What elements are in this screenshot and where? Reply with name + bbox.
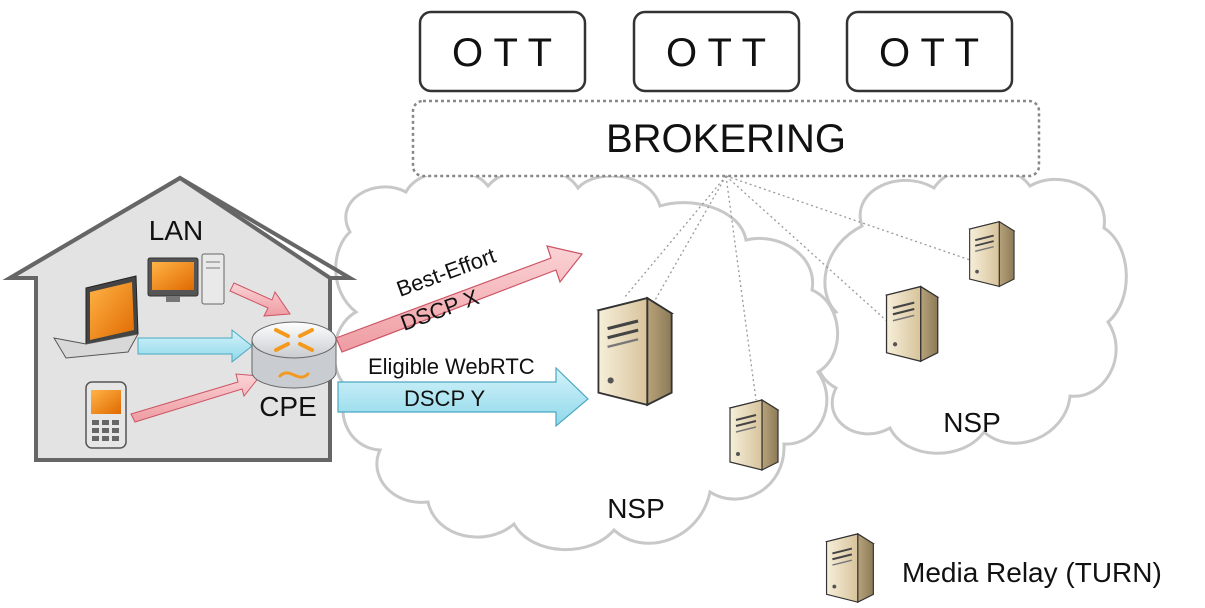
webrtc-arrow [337,366,589,428]
server-icon [885,285,939,363]
laptop-icon [52,275,139,359]
server-icon [596,296,674,407]
webrtc-label: Eligible WebRTC [368,354,535,379]
signaling-lines [623,175,971,401]
webrtc-dscp-label: DSCP Y [404,386,485,411]
nsp-label-left: NSP [607,493,665,524]
legend-label: Media Relay (TURN) [902,557,1162,588]
best-effort-arrow [335,245,584,353]
desktop-computer-icon [147,253,225,305]
cpe-router-icon [251,321,337,389]
nsp-label-right: NSP [943,407,1001,438]
lan-label: LAN [149,215,203,246]
lan-to-cpe-arrow [229,282,291,317]
ott-label: O T T [666,31,766,75]
ott-box-2: O T T [632,10,801,93]
mobile-phone-icon [85,381,127,449]
phone-to-cpe-arrow [130,373,261,423]
brokering-label: BROKERING [606,117,846,161]
legend-server-icon [825,532,875,604]
ott-label: O T T [879,31,979,75]
ott-box-3: O T T [845,10,1014,93]
cpe-label: CPE [259,391,317,422]
server-icon [729,399,779,471]
server-icon [968,220,1015,288]
ott-box-1: O T T [418,10,587,93]
laptop-to-cpe-arrow [137,328,253,364]
ott-label: O T T [452,31,552,75]
brokering-box [411,99,1041,178]
